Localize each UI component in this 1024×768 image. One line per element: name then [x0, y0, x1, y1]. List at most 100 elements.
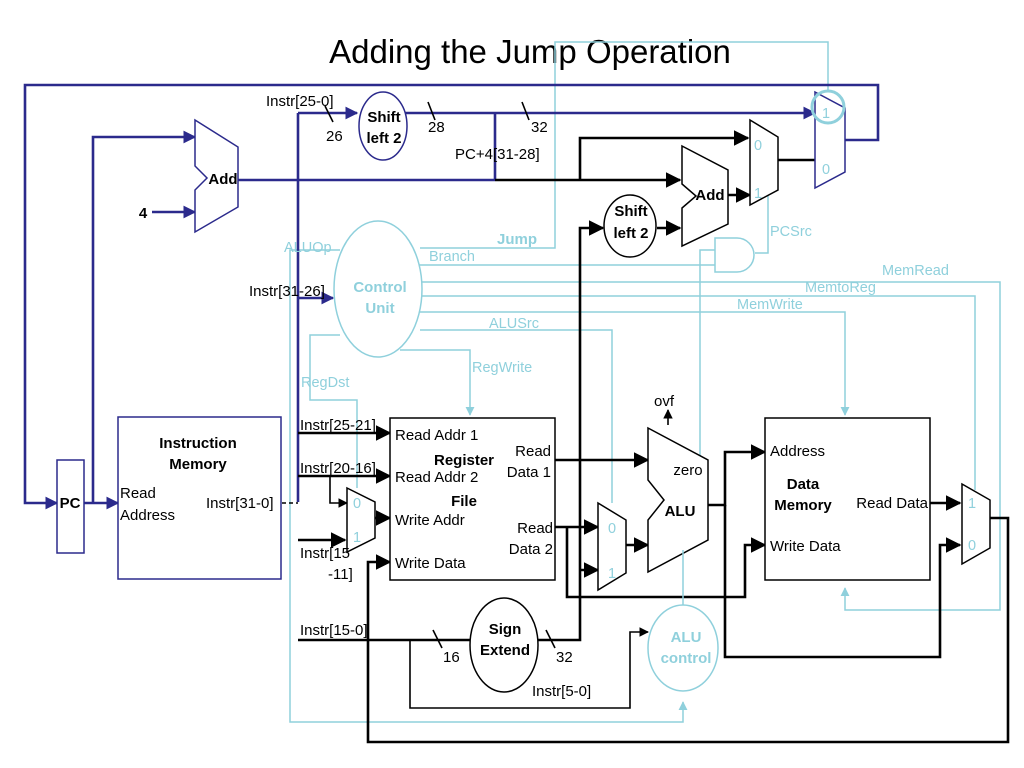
alusrc-mux — [597, 501, 627, 592]
width-28-tick — [427, 101, 436, 121]
width-32-top-tick — [521, 101, 530, 121]
read-data-1-label-1: Read — [515, 443, 551, 460]
data-memory-title-1: Data — [787, 476, 820, 493]
pc-wires — [23, 83, 880, 510]
pc4-31-28-label: PC+4[31-28] — [455, 146, 540, 163]
alusrc-label: ALUSrc — [489, 316, 539, 332]
width-28-label: 28 — [428, 119, 445, 136]
alu-control-label-2: control — [661, 650, 712, 667]
instr-15-11-label-1: Instr[15 — [300, 545, 350, 562]
shift-left-2-jump — [358, 91, 408, 161]
jump-mux-highlight — [810, 89, 846, 125]
shift-jump-label-2: left 2 — [366, 130, 401, 147]
shift-jump-label-1: Shift — [367, 109, 400, 126]
sign-extend-label-1: Sign — [489, 621, 522, 638]
instr-20-16-label: Instr[20-16] — [300, 460, 376, 477]
instr-25-21-label: Instr[25-21] — [300, 417, 376, 434]
jump-label: Jump — [497, 231, 537, 248]
pcsrc-mux-input-0: 0 — [754, 138, 762, 154]
pc-register — [56, 459, 85, 554]
read-data-2-label-2: Data 2 — [509, 541, 553, 558]
shift-branch-label-2: left 2 — [613, 225, 648, 242]
dm-write-data-label: Write Data — [770, 538, 841, 555]
register-file-title-1: Register — [434, 452, 494, 469]
pcsrc-mux-input-1: 1 — [754, 186, 762, 202]
page-title: Adding the Jump Operation — [329, 33, 731, 70]
width-16-tick — [432, 629, 443, 649]
read-addr-2-label: Read Addr 2 — [395, 469, 478, 486]
read-addr-1-label: Read Addr 1 — [395, 427, 478, 444]
jump-mux-input-0: 0 — [822, 162, 830, 178]
alu-zero-label: zero — [673, 462, 702, 479]
instr-out-label: Instr[31-0] — [206, 495, 274, 512]
control-wires — [289, 41, 1001, 723]
regwrite-label: RegWrite — [472, 360, 532, 376]
width-26-label: 26 — [326, 128, 343, 145]
instr-15-11-label-2: -11] — [328, 566, 353, 583]
width-32-sign-label: 32 — [556, 649, 573, 666]
pc-label: PC — [60, 495, 81, 512]
four-constant: 4 — [139, 205, 148, 222]
pc-adder-label: Add — [208, 171, 237, 188]
aluop-label: ALUOp — [284, 240, 332, 256]
alu-label: ALU — [665, 503, 696, 520]
shift-left-2-branch — [603, 194, 657, 258]
memtoreg-mux — [961, 482, 991, 566]
alu-control — [647, 604, 719, 692]
write-data-label: Write Data — [395, 555, 466, 572]
register-file-title-2: File — [451, 493, 477, 510]
regdst-label: RegDst — [301, 375, 349, 391]
read-data-2-label-1: Read — [517, 520, 553, 537]
instr-25-0-label: Instr[25-0] — [266, 93, 334, 110]
memtoreg-mux-input-0: 0 — [968, 538, 976, 554]
pcsrc-label: PCSrc — [770, 224, 812, 240]
regdst-mux-input-0: 0 — [353, 496, 361, 512]
width-16-label: 16 — [443, 649, 460, 666]
branch-adder-label: Add — [695, 187, 724, 204]
control-unit-label-1: Control — [353, 279, 406, 296]
data-memory — [764, 417, 931, 581]
shift-branch-label-1: Shift — [614, 203, 647, 220]
width-32-top-label: 32 — [531, 119, 548, 136]
alusrc-mux-input-0: 0 — [608, 521, 616, 537]
alu-control-label-1: ALU — [671, 629, 702, 646]
branch-label: Branch — [429, 249, 475, 265]
register-file — [389, 417, 556, 581]
instr-15-0-label: Instr[15-0] — [300, 622, 368, 639]
dm-read-data-label: Read Data — [856, 495, 928, 512]
sign-extend — [469, 597, 539, 693]
regdst-mux-input-1: 1 — [353, 530, 361, 546]
regdst-mux — [346, 486, 376, 554]
write-addr-label: Write Addr — [395, 512, 465, 529]
pc-adder — [194, 118, 239, 234]
read-address-label-1: Read — [120, 485, 156, 502]
width-32-sign-tick — [545, 629, 556, 649]
control-unit-label-2: Unit — [365, 300, 394, 317]
read-address-label-2: Address — [120, 507, 175, 524]
jump-mux-input-1: 1 — [822, 106, 830, 122]
memtoreg-label: MemtoReg — [805, 280, 876, 296]
data-wires — [282, 130, 1010, 744]
data-memory-title-2: Memory — [774, 497, 832, 514]
control-unit — [333, 220, 423, 358]
instruction-memory-title-2: Memory — [169, 456, 227, 473]
sign-extend-label-2: Extend — [480, 642, 530, 659]
memtoreg-mux-input-1: 1 — [968, 496, 976, 512]
instruction-memory-title-1: Instruction — [159, 435, 237, 452]
branch-and-gate — [714, 237, 755, 273]
instr-31-26-label: Instr[31-26] — [249, 283, 325, 300]
read-data-1-label-2: Data 1 — [507, 464, 551, 481]
width-26-tick — [324, 105, 334, 123]
address-label: Address — [770, 443, 825, 460]
memread-label: MemRead — [882, 263, 949, 279]
pcsrc-mux — [749, 118, 779, 207]
branch-adder — [681, 144, 729, 248]
memwrite-label: MemWrite — [737, 297, 803, 313]
ovf-label: ovf — [654, 393, 675, 410]
jump-mux — [814, 90, 846, 190]
alusrc-mux-input-1: 1 — [608, 566, 616, 582]
instr-5-0-label: Instr[5-0] — [532, 683, 591, 700]
alu — [647, 426, 709, 574]
instruction-memory — [117, 416, 282, 580]
